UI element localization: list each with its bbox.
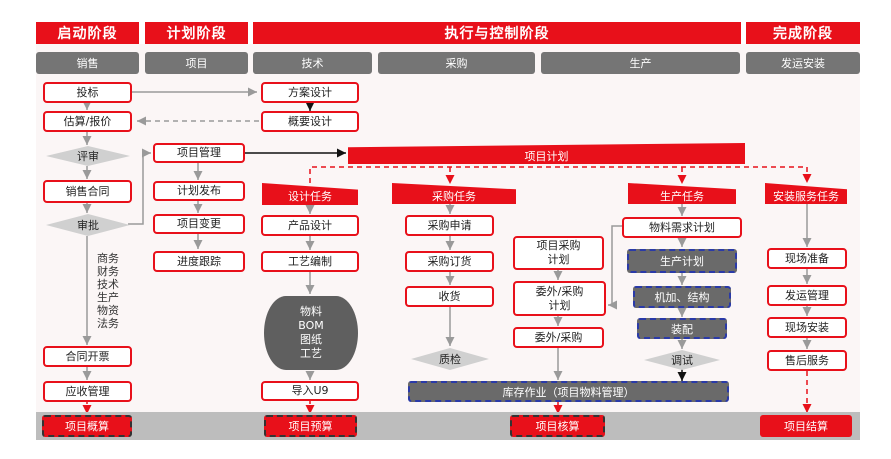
purchase-order-box: 采购订货 (405, 251, 494, 272)
receiving-box: 收货 (405, 286, 494, 307)
inventory-bar: 库存作业（项目物料管理） (408, 381, 729, 402)
dept-sales: 销售 (36, 52, 139, 74)
phase-plan: 计划阶段 (145, 22, 248, 44)
site-install-box: 现场安装 (767, 317, 847, 338)
production-task-tab: 生产任务 (628, 183, 736, 204)
purchase-task-tab: 采购任务 (392, 183, 516, 204)
site-prep-box: 现场准备 (767, 248, 847, 269)
after-sales-box: 售后服务 (767, 350, 847, 371)
project-management-box: 项目管理 (153, 143, 245, 163)
contract-invoice-box: 合同开票 (43, 346, 132, 367)
review-diamond: 评审 (46, 146, 130, 166)
project-estimate-box: 项目概算 (42, 415, 132, 437)
design-task-tab: 设计任务 (262, 183, 358, 205)
production-plan-box: 生产计划 (627, 249, 737, 273)
dept-tech: 技术 (253, 52, 372, 74)
phase-execution: 执行与控制阶段 (253, 22, 741, 44)
mrp-box: 物料需求计划 (622, 217, 742, 238)
approval-departments: 商务 财务 技术 生产 物资 法务 (97, 252, 119, 330)
quote-box: 估算/报价 (43, 111, 132, 132)
debug-diamond: 调试 (644, 350, 720, 370)
receivable-box: 应收管理 (43, 381, 132, 402)
dept-production: 生产 (541, 52, 740, 74)
plan-release-box: 计划发布 (153, 181, 245, 201)
process-prep-box: 工艺编制 (261, 251, 359, 272)
dept-purchase: 采购 (378, 52, 535, 74)
progress-tracking-box: 进度跟踪 (153, 251, 245, 272)
install-service-task-tab: 安装服务任务 (765, 183, 847, 204)
machining-box: 机加、结构 (633, 286, 731, 308)
scheme-design-box: 方案设计 (261, 82, 359, 103)
assembly-box: 装配 (637, 318, 727, 339)
finance-bar (36, 412, 860, 440)
import-u9-box: 导入U9 (261, 381, 359, 401)
tech-docs-cylinder: 物料 BOM 图纸 工艺 (264, 296, 358, 370)
dept-project: 项目 (145, 52, 248, 74)
outsource-plan-box: 委外/采购 计划 (513, 281, 606, 316)
project-change-box: 项目变更 (153, 214, 245, 234)
doc-material: 物料 (299, 305, 322, 318)
outline-design-box: 概要设计 (261, 111, 359, 132)
project-settlement-box: 项目结算 (760, 415, 852, 437)
bid-box: 投标 (43, 82, 132, 103)
doc-process: 工艺 (299, 347, 322, 360)
shipping-box: 发运管理 (767, 285, 847, 306)
project-accounting-box: 项目核算 (510, 415, 605, 437)
doc-bom: BOM (298, 319, 324, 332)
phase-start: 启动阶段 (36, 22, 139, 44)
phase-complete: 完成阶段 (746, 22, 860, 44)
dept-delivery: 发运安装 (746, 52, 860, 74)
purchase-request-box: 采购申请 (405, 215, 494, 236)
project-budget-box: 项目预算 (264, 415, 357, 437)
product-design-box: 产品设计 (261, 215, 359, 236)
project-plan-bar: 项目计划 (348, 143, 745, 164)
qc-diamond: 质检 (411, 348, 489, 370)
outsource-purchase-box: 委外/采购 (513, 327, 604, 348)
project-purchase-plan-box: 项目采购 计划 (513, 236, 604, 270)
doc-drawing: 图纸 (299, 333, 322, 346)
sales-contract-box: 销售合同 (43, 180, 132, 203)
approve-diamond: 审批 (46, 214, 130, 236)
